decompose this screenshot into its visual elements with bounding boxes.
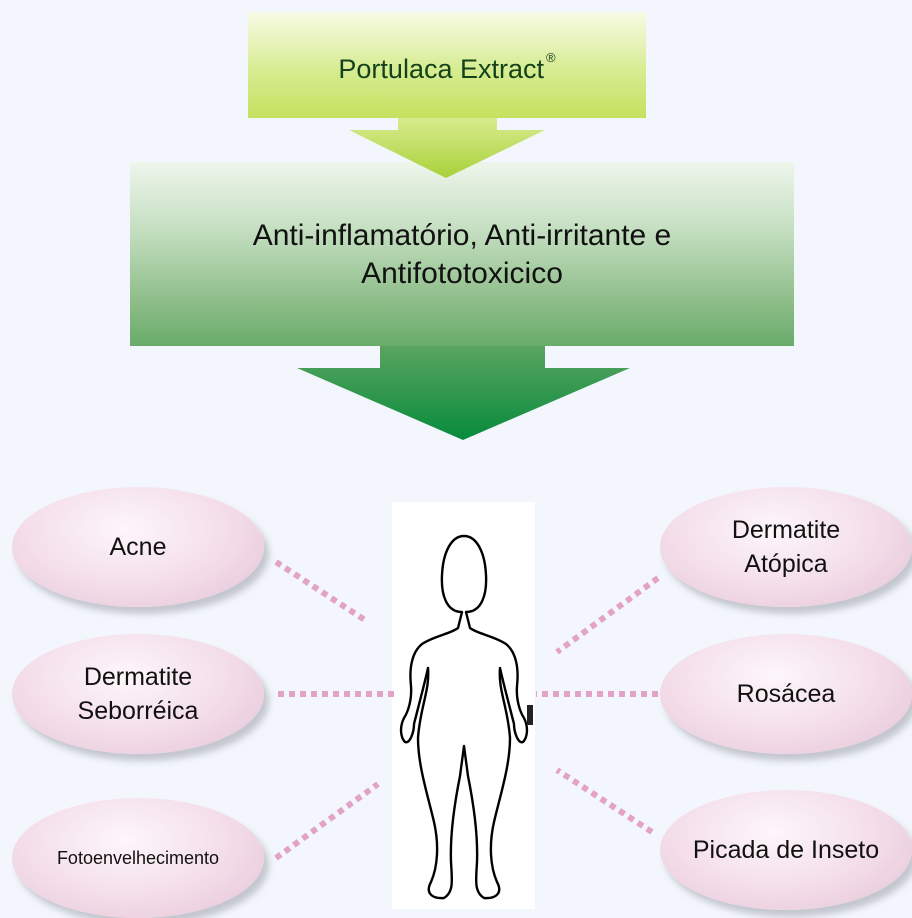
- human-body-outline-icon: [399, 534, 529, 900]
- condition-photoaging: Fotoenvelhecimento: [12, 798, 264, 918]
- condition-insect-bite: Picada de Inseto: [660, 790, 912, 910]
- connector-atopic: [555, 575, 660, 655]
- condition-seborrheic-line-1: Dermatite: [83, 663, 193, 691]
- middle-box: Anti-inflamatório, Anti-irritante e Anti…: [130, 162, 794, 346]
- condition-rosacea: Rosácea: [660, 634, 912, 754]
- condition-acne: Acne: [12, 487, 264, 607]
- condition-seborrheic-line-2: Seborréica: [77, 697, 199, 725]
- figure-panel: [392, 502, 535, 909]
- arrow-down-large-icon: [297, 346, 630, 440]
- arrow-down-icon: [349, 118, 545, 178]
- connector-photoaging: [274, 781, 380, 861]
- condition-photoaging-label: Fotoenvelhecimento: [56, 847, 220, 868]
- condition-atopic-dermatitis: Dermatite Atópica: [660, 487, 912, 607]
- middle-box-text: Anti-inflamatório, Anti-irritante e Anti…: [130, 217, 794, 293]
- condition-acne-label: Acne: [109, 532, 167, 561]
- figure-hand-mark: [527, 705, 533, 725]
- condition-atopic-line-1: Dermatite: [731, 516, 841, 544]
- condition-atopic-line-2: Atópica: [744, 550, 828, 578]
- registered-mark: ®: [546, 50, 556, 65]
- connector-acne: [274, 559, 370, 625]
- top-box: Portulaca Extract®: [248, 12, 646, 118]
- top-box-title: Portulaca Extract: [338, 54, 544, 84]
- connector-insect-bite: [555, 767, 654, 835]
- top-box-label: Portulaca Extract®: [248, 50, 646, 85]
- middle-box-line-2: Antifototoxicico: [361, 257, 563, 290]
- condition-insect-bite-label: Picada de Inseto: [692, 835, 880, 864]
- condition-rosacea-label: Rosácea: [736, 679, 836, 708]
- condition-seborrheic-dermatitis: Dermatite Seborréica: [12, 634, 264, 754]
- middle-box-line-1: Anti-inflamatório, Anti-irritante e: [252, 219, 672, 252]
